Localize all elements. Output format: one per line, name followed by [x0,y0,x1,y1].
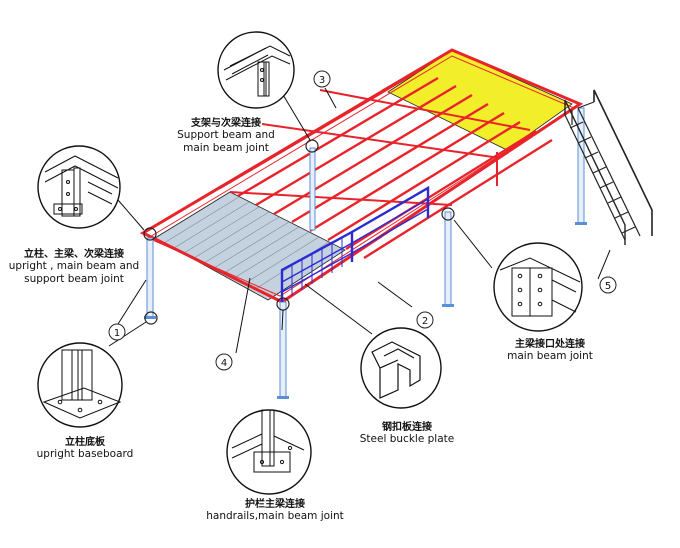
callout-steel-buckle: 钢扣板连接 Steel buckle plate [352,418,462,446]
callout-support-main-zh: 支架与次梁连接 [191,118,261,129]
detail-main-beam-joint [493,242,583,332]
callout-baseboard-en: upright baseboard [36,448,134,460]
number-marker-5 [599,276,617,294]
number-1: 1 [114,328,120,339]
callout-handrails: 护栏主梁连接 handrails,main beam joint [200,495,350,523]
handrails [280,152,498,302]
callout-support-main-en1: Support beam and [177,129,275,141]
detail-baseboard [37,342,123,428]
detail-upright-joint [37,145,121,229]
callout-support-main-beam: 支架与次梁连接 Support beam and main beam joint [176,114,276,155]
callout-steel-buckle-en: Steel buckle plate [359,433,455,445]
callout-handrails-zh: 护栏主梁连接 [245,499,305,510]
callout-upright-joint: 立柱、主梁、次梁连接 upright , main beam and suppo… [4,245,144,286]
number-5: 5 [605,281,611,292]
callout-main-joint-zh: 主梁接口处连接 [515,339,585,350]
callout-support-main-en2: main beam joint [183,142,269,154]
leader-lines [108,87,611,354]
number-2: 2 [422,316,428,327]
callout-main-beam-joint: 主梁接口处连接 main beam joint [495,335,605,363]
callout-handrails-en: handrails,main beam joint [206,510,344,522]
detail-steel-buckle [360,327,442,409]
number-marker-3 [313,70,331,88]
main-beams [139,48,584,304]
number-4: 4 [221,358,227,369]
number-marker-4 [215,353,233,371]
column-base-plates [144,222,587,399]
detail-handrail-joint [226,409,312,495]
columns [146,107,585,399]
callout-upright-en1: upright , main beam and [8,260,140,272]
callout-upright-en2: support beam joint [24,273,124,285]
callout-main-joint-en: main beam joint [507,350,593,362]
number-markers [108,70,617,371]
yellow-deck [387,49,573,151]
callout-upright-zh: 立柱、主梁、次梁连接 [24,249,124,260]
number-marker-1 [108,323,126,341]
number-3: 3 [319,75,325,86]
number-marker-2 [416,311,434,329]
staircase [564,89,653,245]
detail-support-main-beam [217,31,295,109]
callout-baseboard: 立柱底板 upright baseboard [30,433,140,461]
callout-steel-buckle-zh: 钢扣板连接 [382,422,432,433]
callout-baseboard-zh: 立柱底板 [65,437,105,448]
